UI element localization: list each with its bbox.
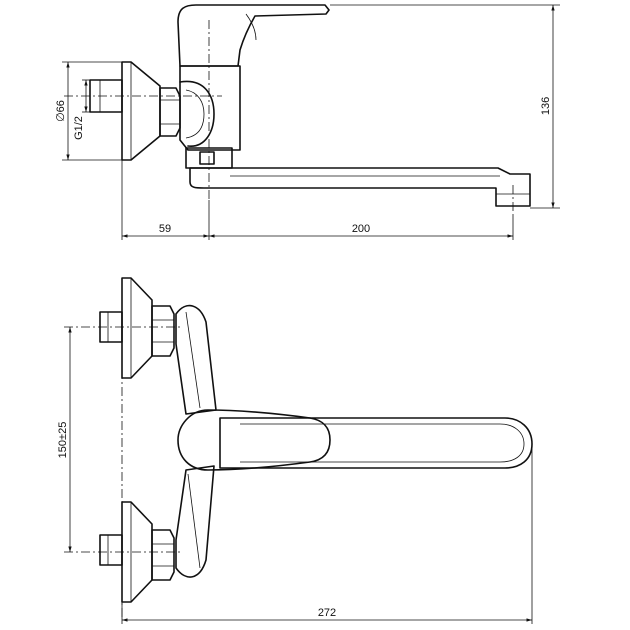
hex-nut: [159, 87, 181, 137]
upper-arm: [175, 304, 217, 415]
top-connector: [99, 277, 175, 379]
height-label: 136: [540, 97, 552, 115]
top-view: 150±25 272: [57, 277, 533, 624]
spout-reach-label: 200: [352, 223, 370, 235]
lower-arm: [175, 465, 215, 578]
flange-diameter-label: ∅66: [55, 100, 67, 122]
side-view: ∅66 G1/2 136 59 200: [55, 4, 560, 240]
spout-top: [219, 417, 533, 469]
center-distance-label: 150±25: [57, 422, 69, 459]
thread-label: G1/2: [73, 116, 85, 140]
lever-top: [177, 409, 331, 471]
overall-length-label: 272: [318, 607, 336, 619]
spout: [189, 167, 531, 207]
wall-flange: [121, 61, 161, 161]
wall-offset-label: 59: [159, 223, 171, 235]
lever-handle: [177, 4, 330, 67]
bottom-connector: [99, 501, 175, 603]
